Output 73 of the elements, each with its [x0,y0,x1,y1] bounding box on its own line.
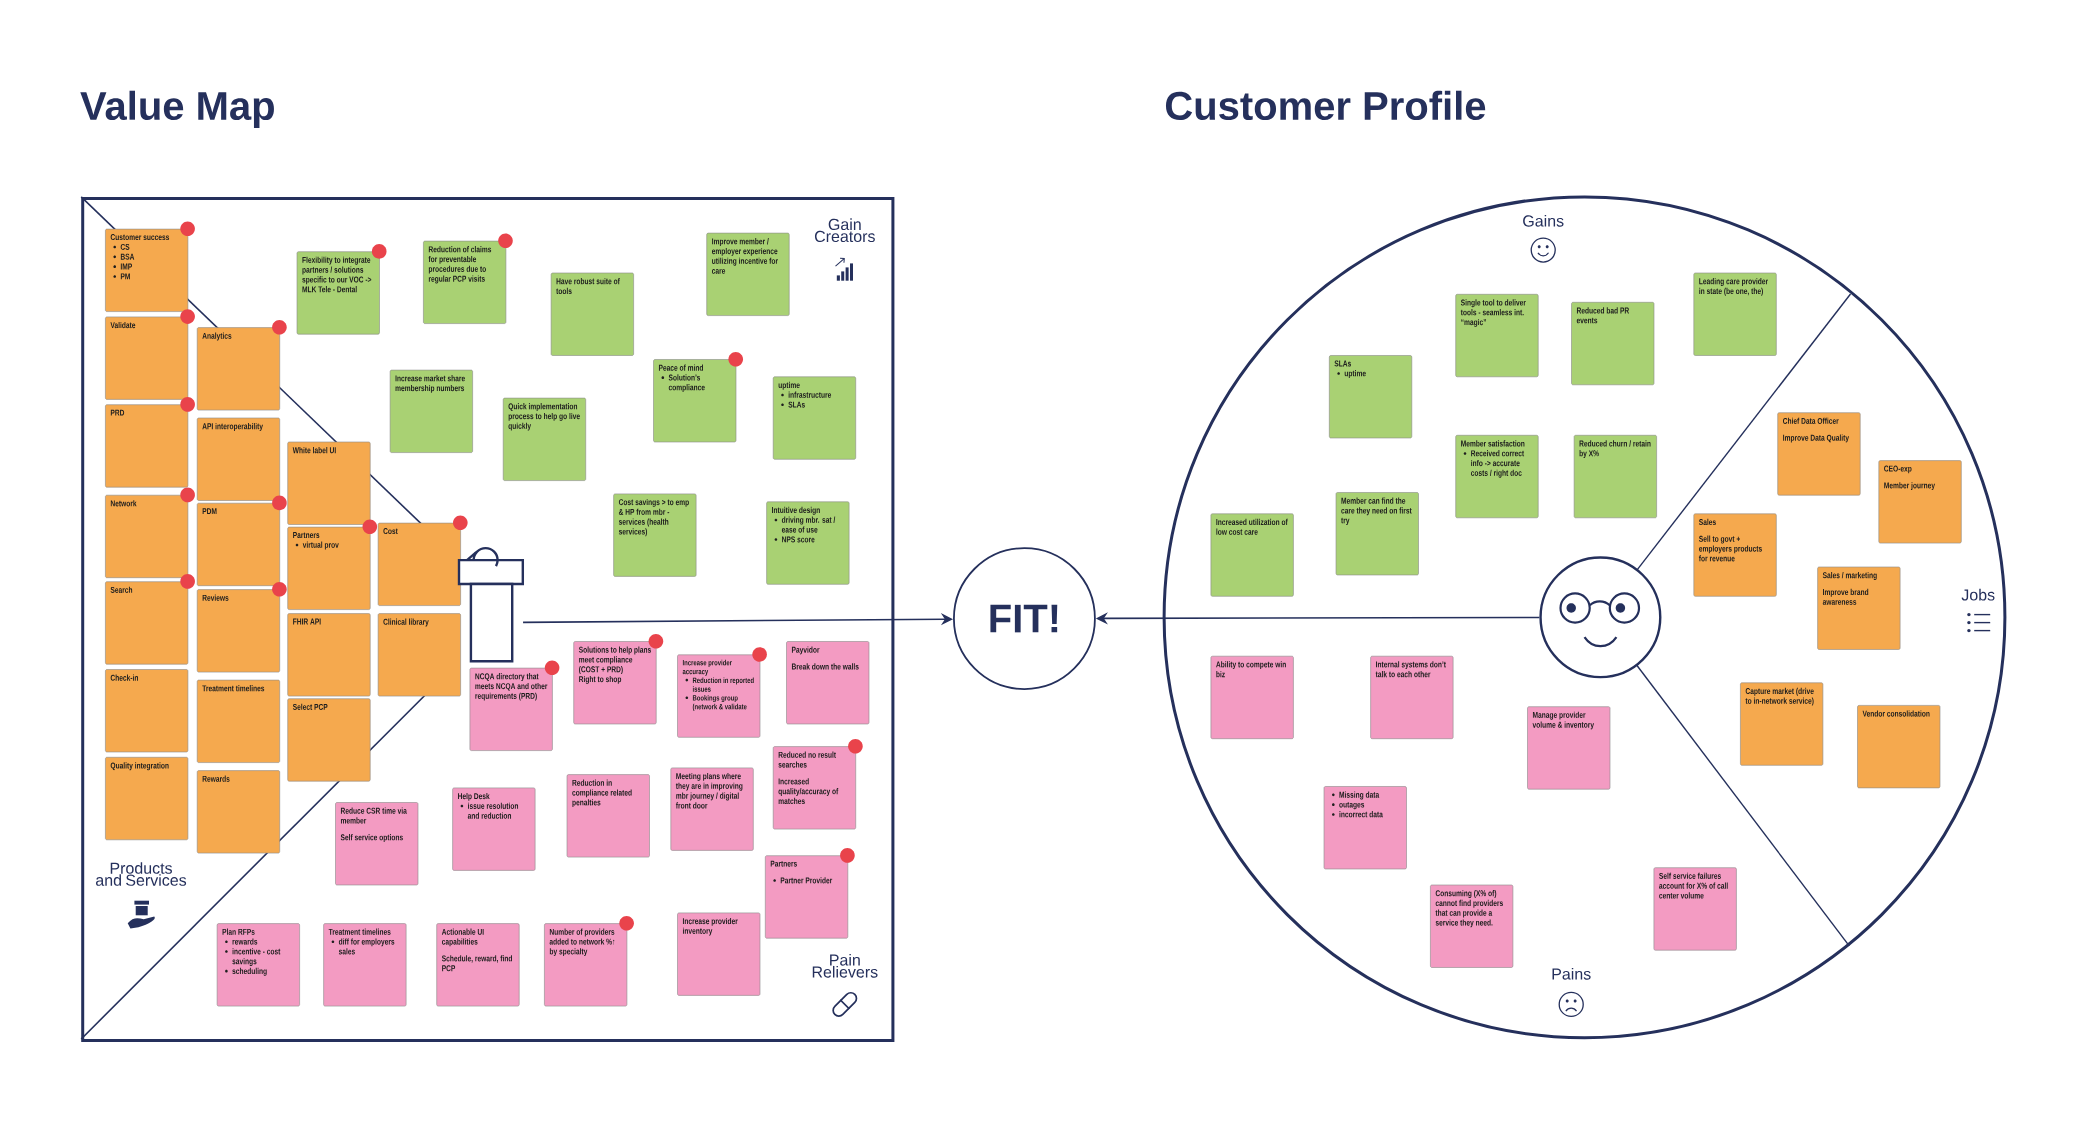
sticky-note: Reduction in compliance related penalties [566,774,650,858]
sticky-note: Manage provider volume & inventory [1527,706,1611,790]
sticky-note: CEO-exp Member journey [1878,460,1962,544]
sticky-note: Leading care provider in state (be one, the) [1693,272,1777,356]
section-label: Gains [1523,214,1564,227]
section-label: Pain Relievers [812,953,878,978]
sticky-note: Sales Sell to govt + employers products for revenue [1693,513,1777,597]
sticky-note: API interoperability [196,417,280,501]
sticky-note: Internal systems don’t talk to each other [1370,655,1454,739]
sticky-note: Missing data outages incorrect data [1323,786,1407,870]
sticky-note: Rewards [196,770,280,854]
sticky-note: Member satisfaction Received correct info -> accurate costs / right doc [1455,435,1539,519]
sticky-note: Meeting plans where they are in improving mbr journey / digital front door [670,767,754,851]
sticky-note: Reduced churn / retain by X% [1573,435,1657,519]
sticky-note: Reduced bad PR events [1571,302,1655,386]
sticky-note: Clinical library [377,613,461,697]
sticky-note: Treatment timelines diff for employers sales [323,923,407,1007]
sticky-note: Solutions to help plans meet compliance (COST + PRD) Right to shop [573,641,657,725]
sticky-note: Partners virtual prov [287,526,371,610]
heading: Value Map [80,90,274,128]
sticky-note: Member can find the care they need on first try [1335,492,1419,576]
sticky-note: Customer success CS BSA IMP PM [105,228,189,312]
sticky-note: Cost savings > to emp & HP from mbr - services (health services) [613,493,697,577]
sticky-note: Sales / marketing Improve brand awareness [1817,566,1901,650]
sticky-note: NCQA directory that meets NCQA and other requirements (PRD) [469,667,553,751]
heading: Customer Profile [1165,90,1486,121]
face-drawing [1539,556,1662,679]
sticky-note: Consuming (X% of) cannot find providers that can provide a service they need. [1430,884,1514,968]
sticky-note: Analytics [196,327,280,411]
sticky-note: Increase market share membership numbers [389,369,473,453]
sticky-note: Network [105,494,189,578]
sticky-note: Help Desk issue resolution and reduction [452,787,536,871]
sticky-note: Ability to compete win biz [1210,655,1294,739]
sticky-note: Reduce CSR time via member Self service options [335,802,419,886]
sticky-note: Treatment timelines [196,679,280,763]
section-label: Pains [1552,967,1591,980]
sticky-note: Single tool to deliver tools - seamless int. “magic” [1455,294,1539,378]
sticky-note: Select PCP [287,698,371,782]
section-label: Gain Creators [814,218,875,243]
sticky-note: Improve member / employer experience utilizing incentive for care [706,232,790,316]
sticky-note: Validate [105,316,189,400]
sticky-note: Increased utilization of low cost care [1210,513,1294,597]
sticky-note: Reviews [196,589,280,673]
sticky-note: Number of providers added to network %↑ by specialty [544,923,628,1007]
sticky-note: Chief Data Officer Improve Data Quality [1777,412,1861,496]
sticky-note: Intuitive design driving mbr. sat / ease of use NPS score [766,501,850,585]
sticky-note: Actionable UI capabilities Schedule, reward, find PCP [436,923,520,1007]
sticky-note: Payvidor Break down the walls [786,641,870,725]
sticky-note: Increase provider inventory [677,912,761,996]
sticky-note: Self service failures account for X% of call center volume [1653,867,1737,951]
sticky-note: Have robust suite of tools [550,272,634,356]
sticky-note: Flexibility to integrate partners / solutions specific to our VOC -> MLK Tele - Dental [296,251,380,335]
sticky-note: Quick implementation process to help go live quickly [502,397,586,481]
gift-drawing [457,546,524,663]
sticky-note: Capture market (drive to in-network service) [1740,682,1824,766]
sticky-note: White label UI [287,441,371,525]
sticky-note: Quality integration [105,757,189,841]
sticky-note: Partners Partner Provider [765,855,849,939]
sticky-note: Plan RFPs rewards incentive - cost savings scheduling [216,923,300,1007]
sticky-note: FHIR API [287,613,371,697]
sticky-note: PDM [196,502,280,586]
sticky-note: Cost [377,522,461,606]
sticky-note: Vendor consolidation [1857,705,1941,789]
sticky-note: uptime infrastructure SLAs [772,376,856,460]
sticky-note: Search [105,581,189,665]
section-label: Products and Services [96,862,187,886]
sticky-note: Peace of mind Solution’s compliance [653,359,737,443]
sticky-note: SLAs uptime [1329,355,1413,439]
sticky-note: Check-in [105,669,189,753]
sticky-note: PRD [105,404,189,488]
sticky-note: Reduced no result searches Increased quality/accuracy of matches [772,746,856,830]
section-label: Jobs [1961,588,1995,601]
sticky-note: Reduction of claims for preventable procedures due to regular PCP visits [423,240,507,324]
